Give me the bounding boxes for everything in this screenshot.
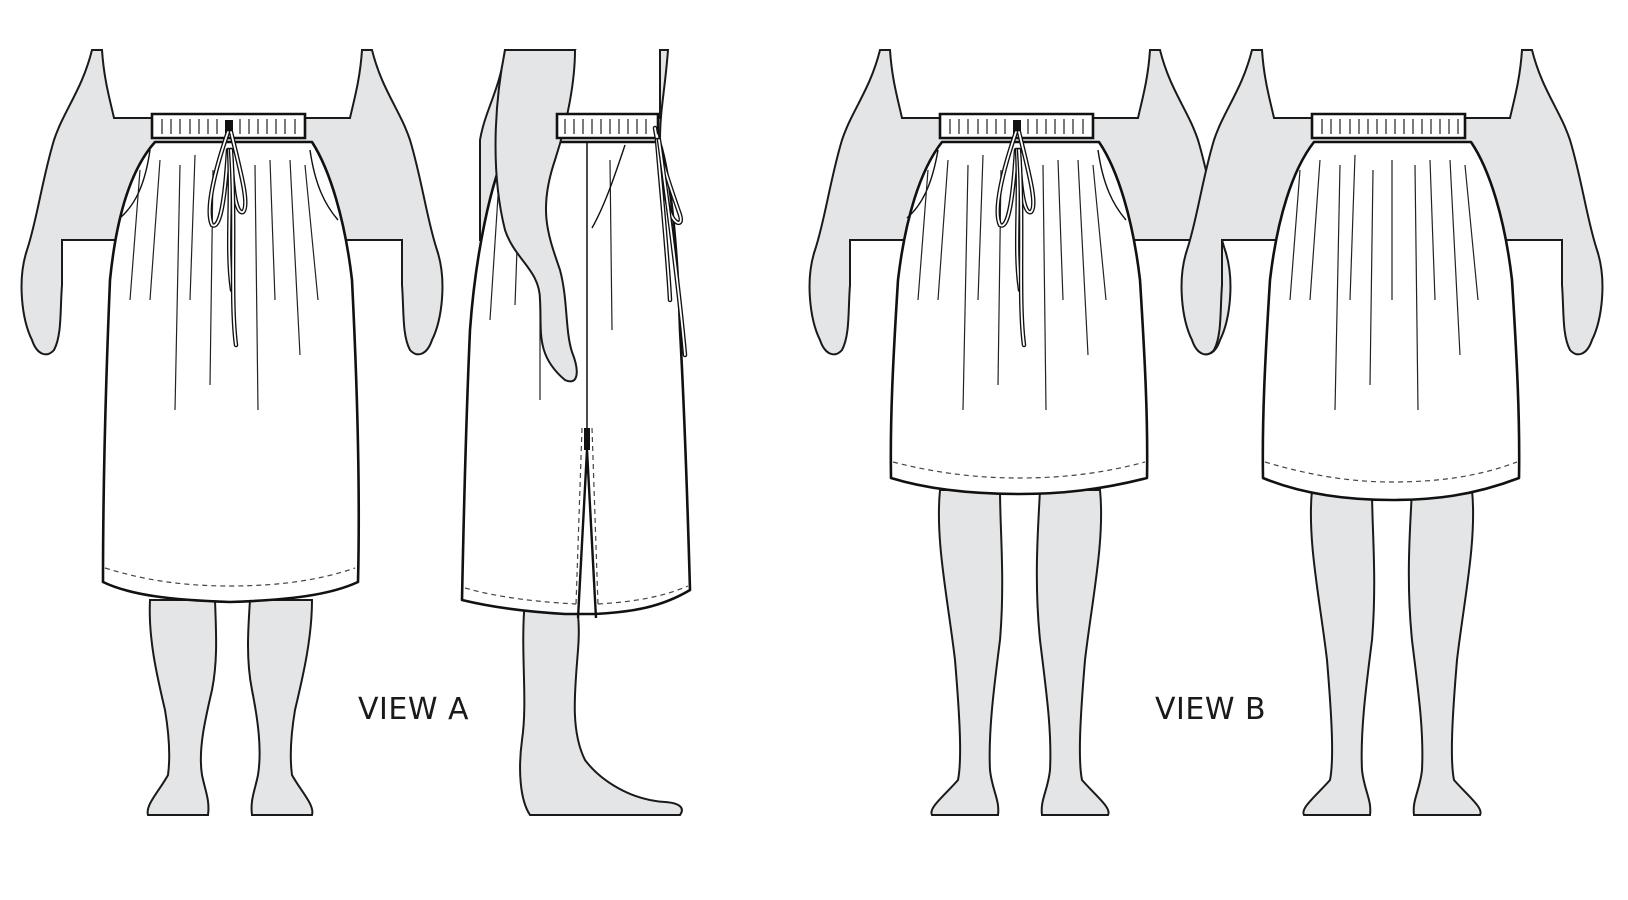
view-a-side-figure xyxy=(460,49,692,816)
view-a-label: VIEW A xyxy=(358,692,470,727)
view-a-front-figure xyxy=(20,49,444,816)
view-b-front-figure xyxy=(808,49,1232,816)
view-b-back-figure xyxy=(1180,49,1604,816)
view-b-label: VIEW B xyxy=(1155,692,1267,727)
